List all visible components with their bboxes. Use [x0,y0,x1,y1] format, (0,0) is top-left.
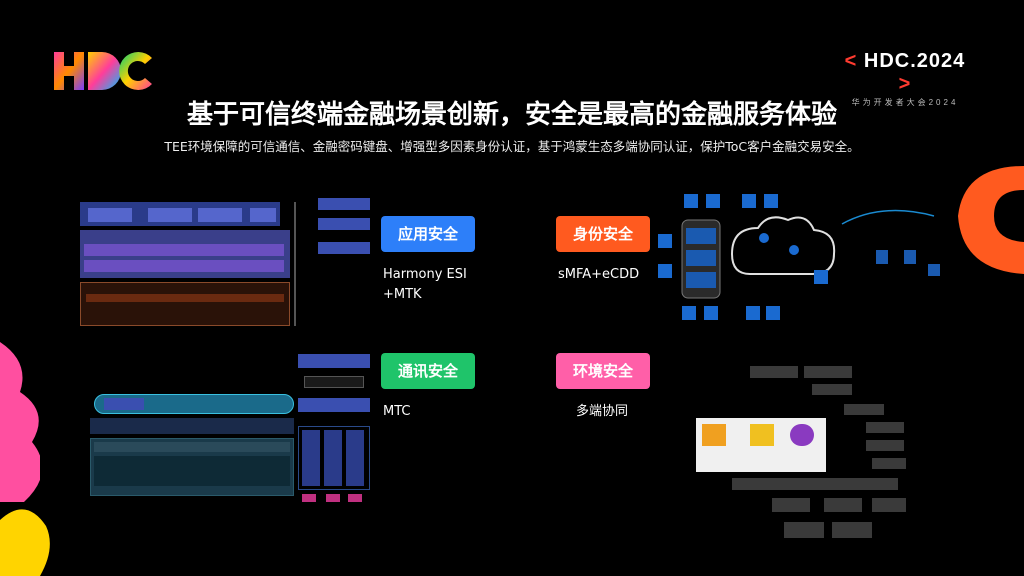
app-security-diagram [78,180,296,328]
note-comm-security: MTC [383,404,411,419]
comm-security-side-stack [298,352,370,508]
right-bracket-icon: > [898,73,912,95]
note-line: Harmony ESI [383,267,467,282]
page-title: 基于可信终端金融场景创新，安全是最高的金融服务体验 [186,100,837,130]
hdc-logo [54,52,152,90]
note-env-security: 多端协同 [576,404,629,419]
left-bracket-icon: < [844,50,858,72]
app-security-side-stack [318,198,370,260]
pill-app-security: 应用安全 [381,216,475,252]
note-app-security: Harmony ESI +MTK [383,265,467,305]
note-line: +MTK [383,287,422,302]
page-subtitle: TEE环境保障的可信通信、金融密码键盘、增强型多因素身份认证，基于鸿蒙生态多端协… [164,139,860,154]
identity-security-diagram [658,194,940,320]
hdc-2024-mark: < HDC.2024 > 华为开发者大会2024 [840,50,970,108]
hdc-sub: 华为开发者大会2024 [851,98,959,107]
env-security-diagram [676,352,916,542]
hdc-label: HDC.2024 [863,50,966,72]
orange-shape-right [958,166,1024,274]
pill-identity-security: 身份安全 [556,216,650,252]
comm-security-diagram [64,352,294,508]
pill-env-security: 环境安全 [556,353,650,389]
note-identity-security: sMFA+eCDD [558,267,640,282]
yellow-shape-left [0,509,50,576]
flower-shape-left [0,342,40,502]
pill-comm-security: 通讯安全 [381,353,475,389]
